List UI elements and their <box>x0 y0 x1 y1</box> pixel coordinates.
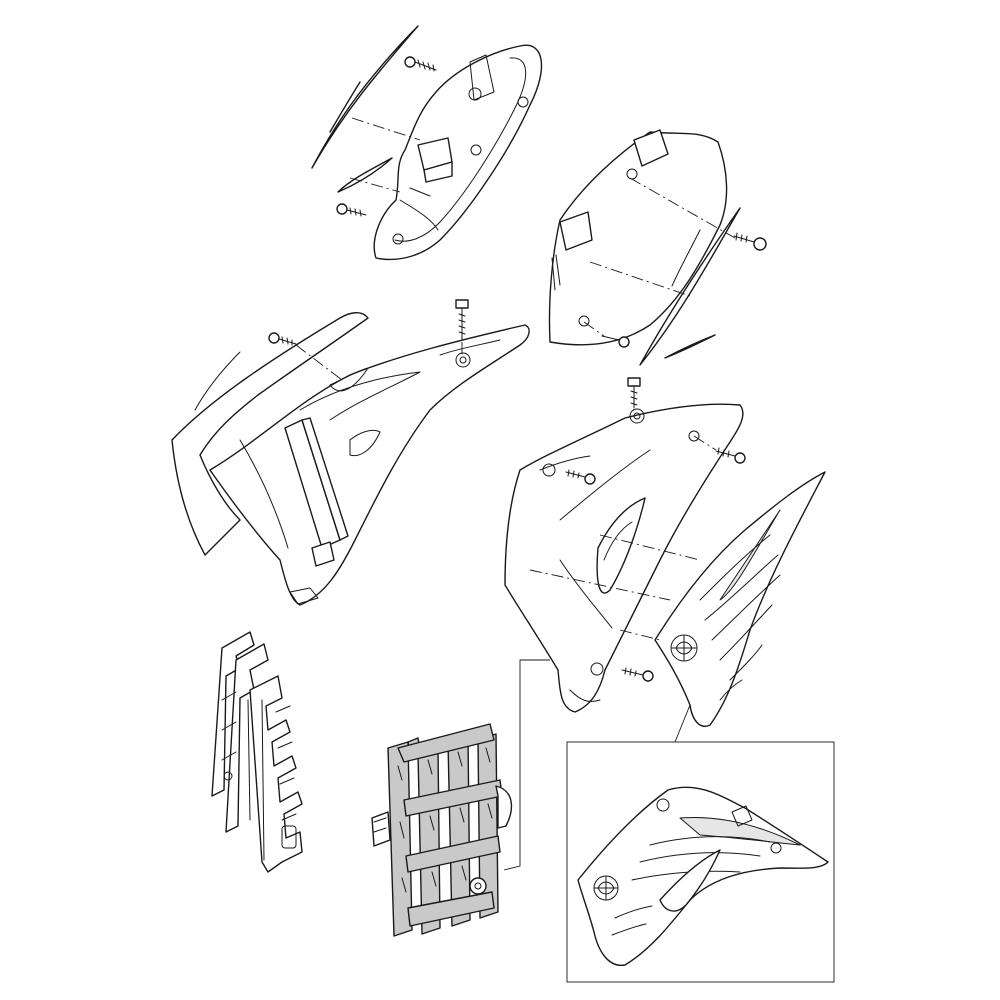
left-shroud-decal <box>171 312 369 556</box>
left-cover-centerline-2 <box>349 177 401 193</box>
right-shroud-centerline-2 <box>529 569 671 601</box>
right-side-cover <box>548 129 728 346</box>
right-shroud-bolt-lower <box>621 667 654 682</box>
left-cover-centerline-1 <box>351 117 421 141</box>
left-cover-bolt-bottom <box>336 203 367 217</box>
right-cover-bolt-lower <box>601 335 630 348</box>
detail-inset-frame <box>566 741 835 983</box>
left-cover-bolt-top <box>404 56 437 72</box>
right-cover-centerline-3 <box>583 321 605 337</box>
radiator-louver <box>371 723 513 937</box>
right-radiator-shroud <box>504 403 744 713</box>
left-shroud-centerline-1 <box>295 344 343 381</box>
left-side-cover-decal <box>311 25 419 193</box>
detail-leader-line <box>503 659 550 871</box>
right-cover-centerline-2 <box>589 261 691 297</box>
right-cover-centerline-1 <box>629 177 736 239</box>
right-shroud-centerline-3 <box>619 629 661 641</box>
right-shroud-bolt-rear <box>715 447 746 464</box>
left-shroud-bolt-top <box>455 299 469 341</box>
right-shroud-bolt-front <box>565 469 596 485</box>
right-shroud-bolt-top <box>627 377 641 409</box>
detail-leader-line-2 <box>674 704 691 743</box>
left-radiator-shroud <box>209 324 530 606</box>
left-side-cover <box>373 44 543 261</box>
right-side-cover-decal <box>639 207 741 366</box>
right-shroud-centerline-4 <box>693 435 717 451</box>
detail-shroud-with-decal <box>577 786 829 966</box>
right-shroud-centerline-1 <box>599 534 701 561</box>
right-cover-bolt-upper <box>733 232 767 251</box>
radiator-guard-outline <box>211 631 303 873</box>
left-shroud-bolt-side <box>268 332 297 346</box>
